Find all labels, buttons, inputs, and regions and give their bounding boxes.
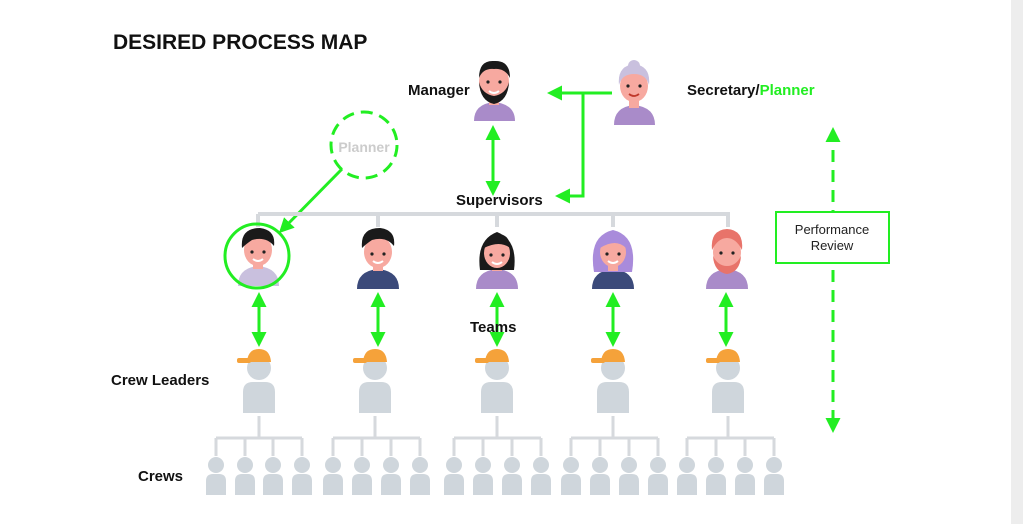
- crew-leaders-row: [237, 349, 744, 413]
- secretary-label: Secretary/Planner: [687, 82, 815, 99]
- crew-member-icon: [706, 457, 726, 495]
- supervisor-avatar-3: [476, 232, 518, 289]
- supervisor-avatar-4: [592, 230, 634, 289]
- crew-member-icon: [735, 457, 755, 495]
- crew-leader-icon: [591, 349, 629, 413]
- crew-leader-icon: [706, 349, 744, 413]
- right-edge-strip: [1011, 0, 1023, 524]
- supervisor-1-highlight-ring: [223, 222, 291, 290]
- secretary-to-supervisors-arrow: [555, 93, 585, 204]
- manager-label: Manager: [408, 82, 470, 99]
- crew-leader-icon: [237, 349, 275, 413]
- crew-leader-icon: [475, 349, 513, 413]
- crew-tree-lines: [685, 416, 776, 456]
- crew-member-icon: [502, 457, 522, 495]
- crew-member-icon: [206, 457, 226, 495]
- crew-member-icon: [590, 457, 610, 495]
- secretary-planner-label: Planner: [760, 82, 815, 99]
- performance-review-line2: Review: [811, 238, 854, 253]
- supervisors-tree-lines: [256, 212, 730, 227]
- supervisor-avatar-1: [238, 228, 279, 286]
- planner-to-supervisor-arrow: [278, 167, 344, 234]
- performance-review-box: [775, 211, 890, 264]
- teams-label: Teams: [470, 319, 516, 336]
- crew-member-icon: [473, 457, 493, 495]
- crew-member-icon: [561, 457, 581, 495]
- crew-member-icon: [381, 457, 401, 495]
- planner-circle: [329, 110, 399, 180]
- crew-leader-icon: [353, 349, 391, 413]
- supervisor-crewleader-arrows: [251, 292, 734, 347]
- crew-member-icon: [352, 457, 372, 495]
- manager-avatar: [474, 60, 515, 121]
- crew-member-icon: [648, 457, 668, 495]
- crews-row: [206, 416, 784, 495]
- performance-review-line1: Performance: [795, 222, 869, 237]
- crew-tree-lines: [214, 416, 304, 456]
- crew-member-icon: [444, 457, 464, 495]
- crew-tree-lines: [452, 416, 543, 456]
- crew-member-icon: [292, 457, 312, 495]
- crew-tree-lines: [331, 416, 422, 456]
- crew-member-icon: [410, 457, 430, 495]
- crew-member-icon: [263, 457, 283, 495]
- secretary-avatar: [614, 60, 655, 125]
- supervisor-avatar-5: [706, 229, 748, 289]
- crew-leaders-label: Crew Leaders: [111, 372, 209, 389]
- crew-tree-lines: [569, 416, 660, 456]
- planner-circle-label: Planner: [338, 139, 390, 155]
- supervisor-avatar-2: [357, 228, 399, 289]
- crew-member-icon: [235, 457, 255, 495]
- supervisors-label: Supervisors: [456, 192, 543, 209]
- page-title: DESIRED PROCESS MAP: [113, 31, 367, 54]
- crew-member-icon: [677, 457, 697, 495]
- crew-member-icon: [531, 457, 551, 495]
- crews-label: Crews: [138, 468, 183, 485]
- crew-member-icon: [619, 457, 639, 495]
- crew-member-icon: [764, 457, 784, 495]
- crew-member-icon: [323, 457, 343, 495]
